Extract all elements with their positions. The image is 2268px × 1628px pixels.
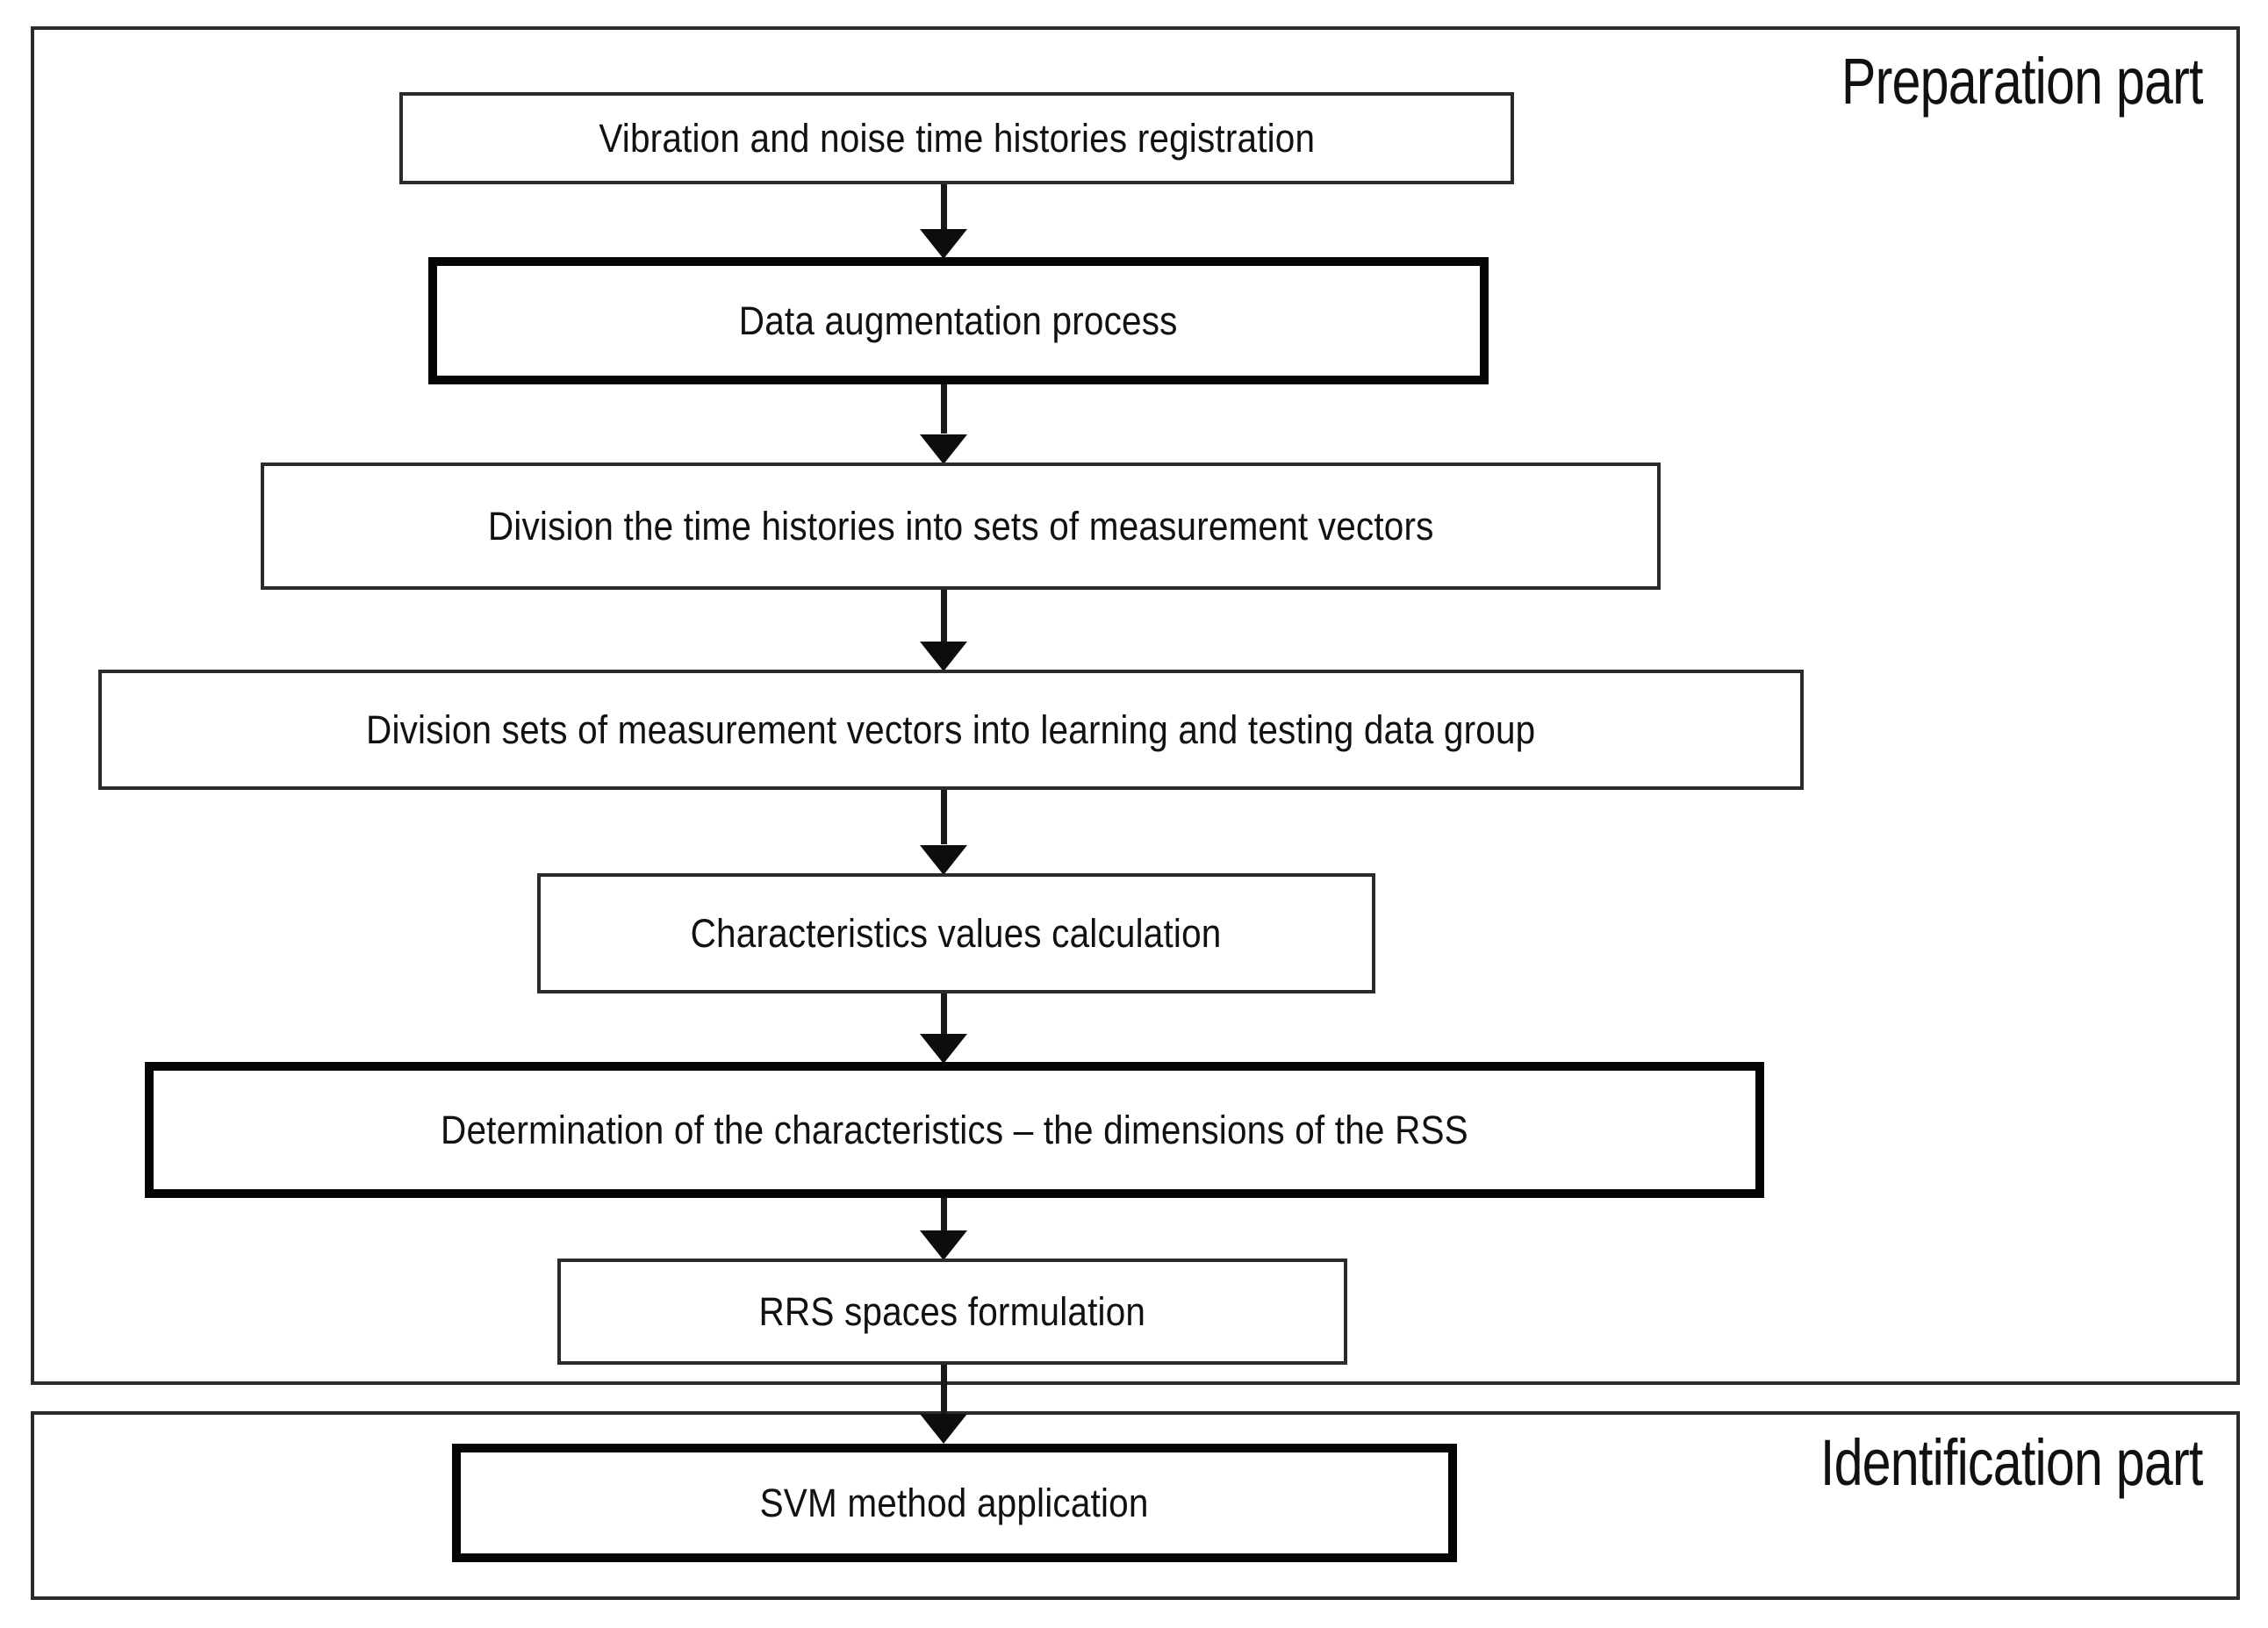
section-title-preparation: Preparation part: [1841, 45, 2204, 118]
node-label-determination: Determination of the characteristics – t…: [441, 1107, 1468, 1152]
edge-line-augmentation-to-division-time: [941, 384, 947, 434]
edge-line-determination-to-rrs: [941, 1198, 947, 1230]
arrow-head-icon: [920, 229, 967, 259]
node-label-registration: Vibration and noise time histories regis…: [599, 115, 1315, 161]
node-division-time[interactable]: Division the time histories into sets of…: [261, 463, 1661, 590]
node-label-augmentation: Data augmentation process: [739, 298, 1178, 343]
node-label-division-time: Division the time histories into sets of…: [487, 503, 1434, 549]
node-determination[interactable]: Determination of the characteristics – t…: [145, 1062, 1764, 1198]
section-title-identification: Identification part: [1820, 1426, 2203, 1499]
node-division-sets[interactable]: Division sets of measurement vectors int…: [98, 670, 1804, 790]
arrow-head-icon: [920, 642, 967, 671]
edge-line-division-sets-to-characteristics: [941, 790, 947, 844]
node-label-division-sets: Division sets of measurement vectors int…: [366, 706, 1536, 752]
arrow-head-icon: [920, 1230, 967, 1260]
node-label-svm: SVM method application: [760, 1480, 1149, 1525]
node-characteristics[interactable]: Characteristics values calculation: [537, 873, 1375, 993]
arrow-head-icon: [920, 434, 967, 464]
node-registration[interactable]: Vibration and noise time histories regis…: [399, 92, 1514, 184]
node-label-characteristics: Characteristics values calculation: [691, 910, 1222, 956]
node-rrs[interactable]: RRS spaces formulation: [557, 1259, 1347, 1365]
node-label-rrs: RRS spaces formulation: [758, 1288, 1146, 1334]
edge-line-characteristics-to-determination: [941, 993, 947, 1034]
arrow-head-icon: [920, 845, 967, 875]
node-augmentation[interactable]: Data augmentation process: [428, 257, 1489, 384]
node-svm[interactable]: SVM method application: [452, 1444, 1457, 1562]
edge-line-rrs-to-svm: [941, 1365, 947, 1416]
arrow-head-icon: [920, 1034, 967, 1064]
edge-line-division-time-to-division-sets: [941, 590, 947, 642]
arrow-head-icon: [920, 1414, 967, 1444]
edge-line-registration-to-augmentation: [941, 184, 947, 233]
